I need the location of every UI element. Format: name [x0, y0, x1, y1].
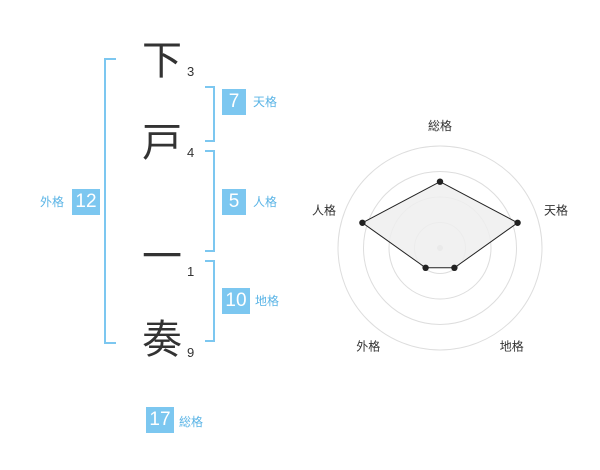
name-char-1: 下: [142, 38, 182, 84]
jinkaku-badge: 5: [222, 189, 246, 215]
stroke-count-1: 3: [187, 64, 195, 79]
stroke-count-2: 4: [187, 145, 195, 160]
gaikaku-label: 外格: [40, 195, 65, 209]
radar-point-5: [359, 219, 366, 226]
stroke-count-3: 1: [187, 264, 195, 279]
radar-axis-label-3: 地格: [500, 339, 524, 354]
soukaku-badge: 17: [146, 407, 174, 433]
radar-ring: [337, 145, 543, 351]
gaikaku-bracket: [104, 58, 116, 344]
soukaku-label: 総格: [179, 415, 204, 429]
radar-axis-label-2: 天格: [544, 202, 568, 217]
chikaku-label: 地格: [255, 294, 280, 308]
name-char-4: 奏: [142, 317, 182, 363]
radar-point-1: [436, 178, 444, 185]
radar-ring: [363, 171, 517, 325]
tenkaku-badge: 7: [222, 89, 246, 115]
name-char-3: 一: [142, 234, 182, 280]
radar-axis-label-4: 外格: [356, 339, 380, 354]
radar-points: [359, 178, 521, 272]
name-char-2: 戸: [142, 120, 182, 166]
chikaku-badge: 10: [222, 288, 250, 314]
tenkaku-bracket: [205, 86, 215, 142]
radar-point-3: [451, 264, 458, 272]
jinkaku-label: 人格: [253, 195, 278, 209]
radar-point-4: [422, 264, 429, 272]
radar-data-polygon: [361, 181, 519, 269]
radar-axis-label-1: 総格: [428, 118, 452, 133]
radar-point-2: [514, 219, 521, 226]
tenkaku-label: 天格: [253, 95, 278, 109]
chikaku-bracket: [205, 260, 215, 342]
radar-axis-label-5: 人格: [312, 202, 336, 217]
gaikaku-badge: 12: [72, 189, 100, 215]
stroke-count-4: 9: [187, 345, 195, 360]
jinkaku-bracket: [205, 150, 215, 252]
